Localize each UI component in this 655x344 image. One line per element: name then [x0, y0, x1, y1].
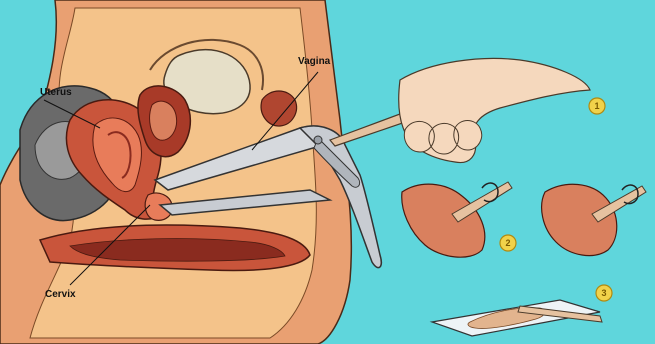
step-3-illustration: 3: [432, 285, 612, 336]
speculum-pivot: [314, 136, 322, 144]
cervix-label: Cervix: [45, 289, 76, 300]
vagina-label: Vagina: [298, 56, 331, 67]
uterus-label: Uterus: [40, 87, 72, 98]
hand-fingers: [404, 121, 481, 155]
upper-organ: [261, 91, 296, 126]
step-2-cervix-left: [402, 184, 485, 257]
step-1-illustration: 1: [330, 58, 605, 162]
rectum-loop-inner: [150, 101, 177, 140]
lower-tissue-inner: [70, 239, 285, 262]
step-2-illustration: 2: [402, 182, 646, 257]
step-2-cervix-right: [542, 184, 617, 255]
step-2-number: 2: [505, 238, 510, 248]
step-1-number: 1: [594, 101, 599, 111]
step-3-number: 3: [601, 288, 606, 298]
